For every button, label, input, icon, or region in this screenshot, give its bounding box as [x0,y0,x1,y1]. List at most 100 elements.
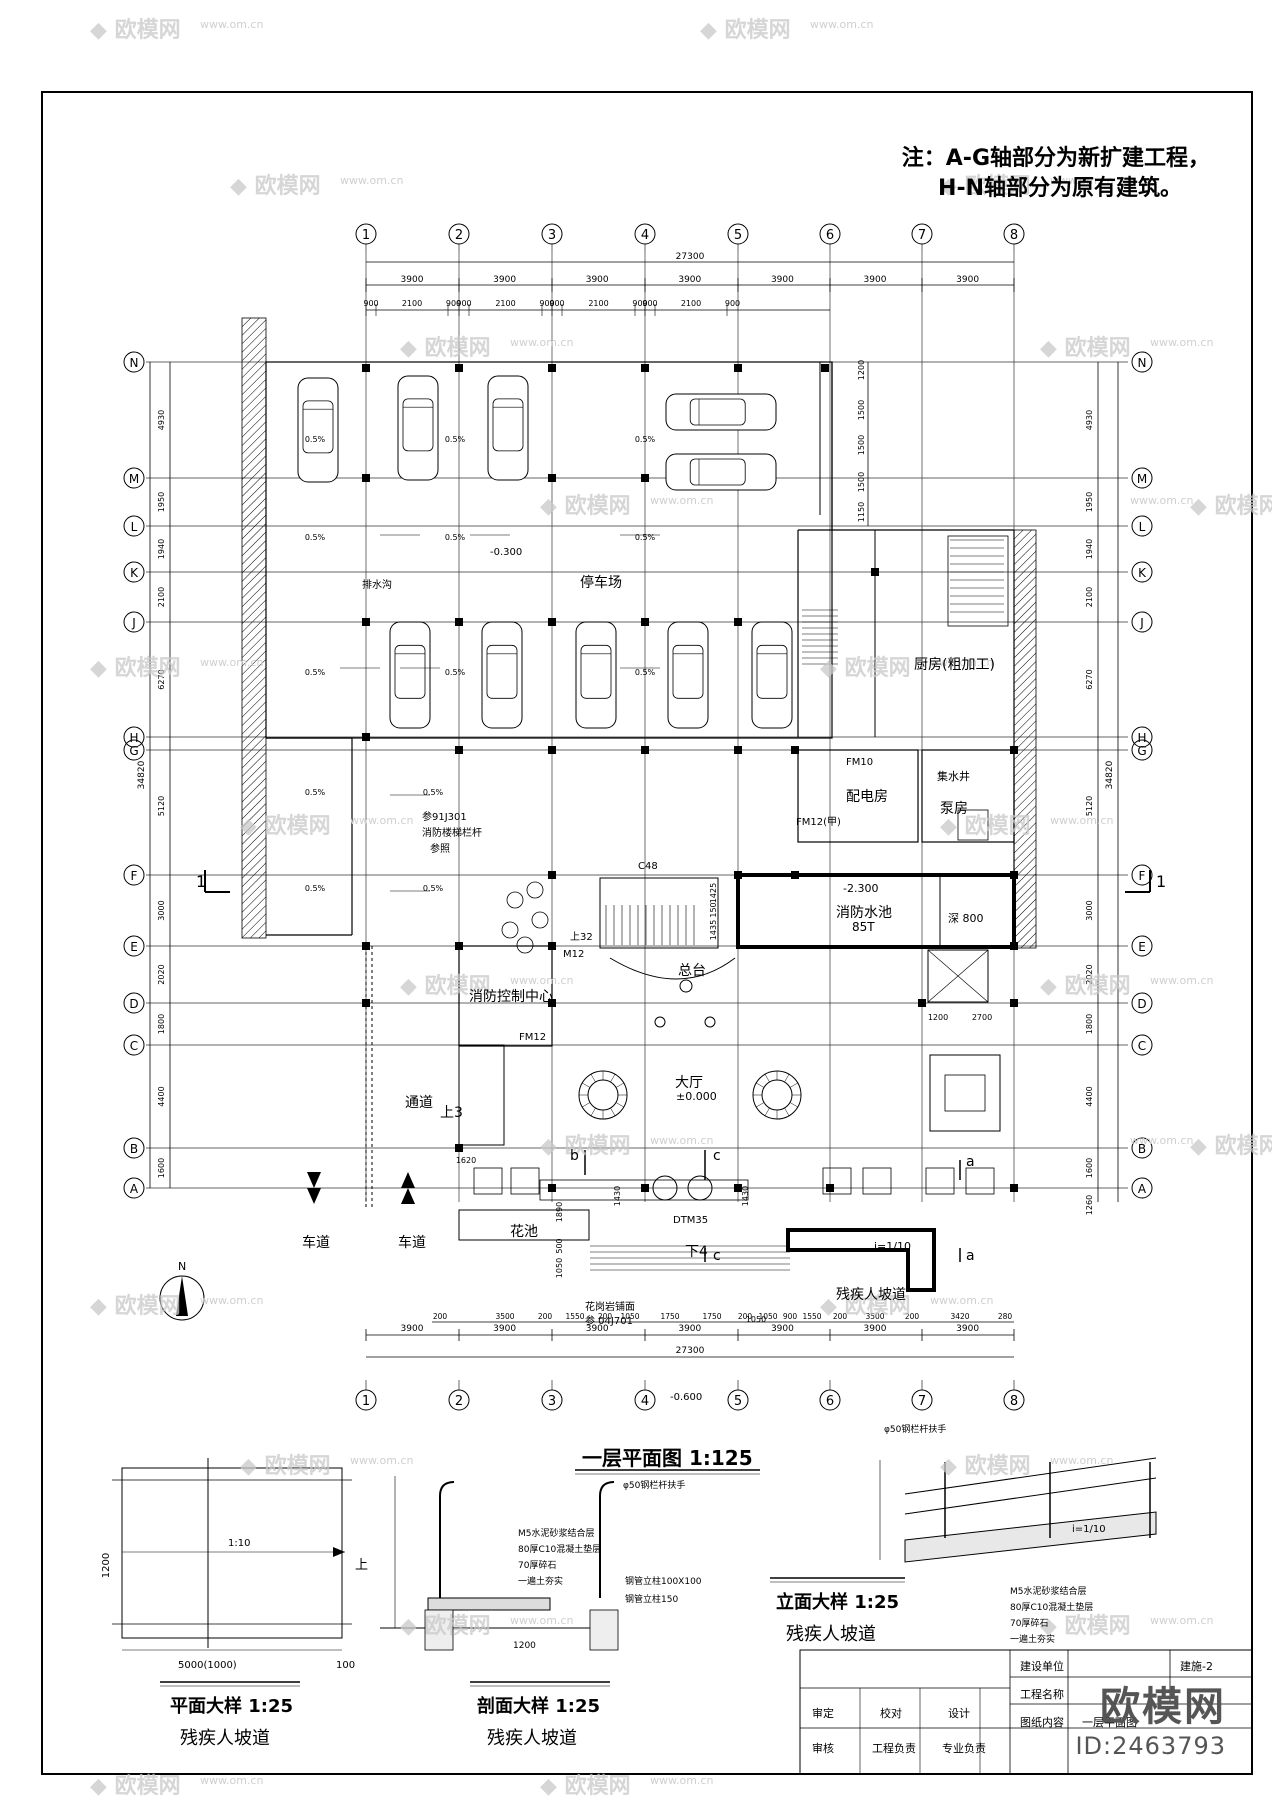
dim-bottom-sub: 1550 [565,1312,584,1321]
hall-medallion-inner [761,1079,793,1111]
ramp-slope-label: i=1/10 [874,1240,911,1253]
pump-room [921,749,1015,843]
watermark-logo: ◆ 欧模网 [1190,494,1272,519]
dim-top-bay: 3900 [864,275,887,285]
watermark-logo: ◆ 欧模网 [540,1774,631,1799]
planter-shrub [526,881,544,899]
grid-bubble-row-right [1131,935,1153,957]
floor-slope-label: 0.5% [423,884,444,893]
interior-dim: 1425 [709,883,718,903]
car-body [397,375,439,481]
grid-label-row-right: D [1137,997,1146,1011]
medallion-ray [784,1074,790,1083]
dim-bottom-sub: 1050 [620,1312,639,1321]
front-planter [510,1167,540,1195]
titleblock-client: 建设单位 [1020,1660,1064,1673]
watermark-url: www.om.cn [650,494,714,507]
dim-top-bay: 3900 [493,275,516,285]
room-water-tank-label: 集水井 [937,770,970,783]
grid-bubble-row [123,611,145,633]
front-planter [925,1167,955,1195]
floor-slope-label: 0.5% [305,788,326,797]
door-dtm35: DTM35 [673,1215,709,1226]
structural-column [548,618,556,626]
grid-bubble-row-right [1131,467,1153,489]
dim-top-sub: 900 [363,299,378,308]
watermark-logo: ◆ 欧模网 [400,1614,491,1639]
stair-outline [947,535,1009,627]
room-fire-pool-depth: 深 800 [948,912,984,925]
medallion-ray [756,1102,765,1108]
structural-column [362,474,370,482]
dim-left-seg: 2100 [157,587,166,607]
detail-elevation-rail-top [904,1457,1157,1495]
grid-label-row: G [129,744,138,758]
dim-top-sub: 2100 [681,299,701,308]
medallion-ray [582,1082,591,1088]
grid-label-row-right: A [1138,1182,1147,1196]
watermark-url: www.om.cn [200,656,264,669]
structural-column [548,746,556,754]
detail-section-layer-3: 一遍土夯实 [518,1577,564,1587]
dim-right-seg: 4400 [1085,1086,1094,1106]
dim-bottom-sub: 1750 [660,1312,679,1321]
structural-column [734,618,742,626]
parked-car [481,621,523,729]
door-fm12b: FM12(甲) [796,817,841,828]
detail-plan-dim-1200: 1200 [101,1552,113,1579]
grid-label-row-right: F [1139,869,1146,883]
car-cabin [394,644,426,699]
room-fire-control: 消防控制中心 [469,989,553,1005]
flower-bed [458,1209,590,1241]
dim-right-seg: 5120 [1085,796,1094,816]
room-hall: 大厅 [675,1075,703,1091]
floor-slope-label: 0.5% [423,788,444,797]
car-body [751,621,793,729]
grid-bubble-row-right [1131,351,1153,373]
grid-label-row: H [129,731,138,745]
grid-label-row-right: N [1138,356,1147,370]
detail-elevation-rail-mid [904,1477,1157,1515]
grid-label-row: J [131,616,136,630]
structural-column [455,618,463,626]
watermark-logo: ◆ 欧模网 [230,174,321,199]
dim-bottom-sub: 1750 [702,1312,721,1321]
structural-column [918,999,926,1007]
planter-shrub [531,911,549,929]
watermark-logo: ◆ 欧模网 [820,1294,911,1319]
medallion-ray [610,1074,616,1083]
car-body [665,453,777,491]
medallion-ray [590,1074,596,1083]
grid-label-row: B [130,1142,138,1156]
interior-dim: 1050 [746,1315,766,1324]
grid-label-col: 4 [641,228,649,243]
medallion-ray [789,1102,798,1108]
watermark-url: www.om.cn [510,1614,574,1627]
room-hall-level: ±0.000 [676,1090,717,1103]
medallion-ray [582,1102,591,1108]
car-body [487,375,529,481]
grid-label-col-bottom: 3 [548,1394,556,1409]
dim-right-seg: 2020 [1085,964,1094,984]
grid-bubble-row [123,935,145,957]
watermark-logo: ◆ 欧模网 [1040,1614,1131,1639]
titleblock-drawing-no: 建施-2 [1180,1660,1213,1673]
dim-left-seg: 4930 [157,410,166,430]
door-fm10: FM10 [846,757,874,768]
grid-label-col-bottom: 2 [455,1394,463,1409]
detail-section-footing-right [589,1609,619,1651]
dim-bottom-sub: 200 [538,1312,553,1321]
stair-up-label: 上32 [570,932,593,943]
detail-elevation-slope: i=1/10 [1072,1524,1106,1535]
interior-dim: 150 [709,902,718,917]
watermark-logo: ◆ 欧模网 [90,1294,181,1319]
dim-top-sub: 900 [549,299,564,308]
ref-granite: 花岗岩铺面 [585,1302,635,1313]
section-mark-1-left: 1 [196,872,207,891]
grid-label-col: 1 [362,228,370,243]
retaining-wall-right [1013,529,1037,949]
floor-slope-label: 0.5% [635,668,656,677]
watermark-url: www.om.cn [200,18,264,31]
watermark-logo: ◆ 欧模网 [400,336,491,361]
detail-plan-ramp [121,1467,343,1639]
